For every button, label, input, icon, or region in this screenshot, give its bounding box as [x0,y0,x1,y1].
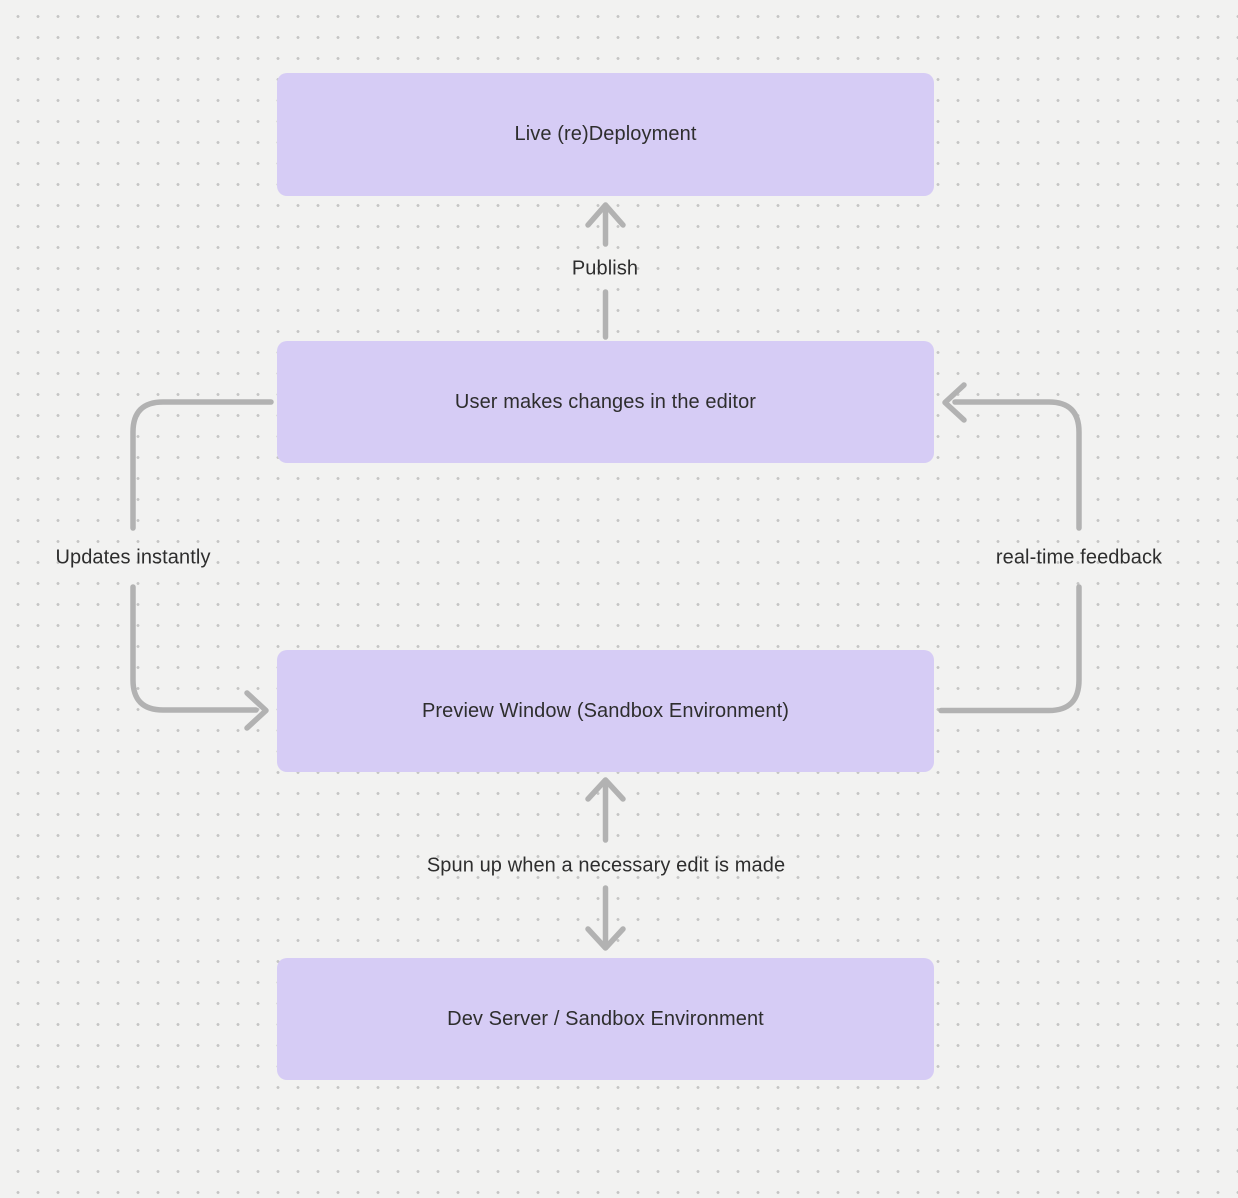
node-preview-window[interactable]: Preview Window (Sandbox Environment) [277,650,934,772]
node-user-editor-label: User makes changes in the editor [454,390,757,413]
feedback-segment-lower [938,584,1082,714]
node-dev-server[interactable]: Dev Server / Sandbox Environment [277,958,934,1080]
feedback-segment-upper [952,399,1082,531]
node-preview-window-label: Preview Window (Sandbox Environment) [421,699,790,722]
arrow-right-icon [244,690,269,731]
spunup-arrow-up-icon [585,777,626,802]
node-dev-server-label: Dev Server / Sandbox Environment [447,1007,764,1030]
node-user-editor[interactable]: User makes changes in the editor [277,341,934,463]
node-live-redeployment[interactable]: Live (re)Deployment [277,73,934,196]
spunup-arrow-down-icon [585,926,626,951]
updates-segment-lower [130,584,259,713]
edge-label-real-time-feedback: real-time feedback [995,546,1163,569]
arrow-left-icon [942,382,967,423]
arrow-up-icon [585,202,626,228]
edge-label-publish: Publish [571,257,639,280]
node-live-redeployment-label: Live (re)Deployment [514,123,697,145]
updates-segment-upper [130,399,274,531]
edge-label-spun-up: Spun up when a necessary edit is made [426,854,786,877]
edge-label-updates-instantly: Updates instantly [55,546,211,569]
